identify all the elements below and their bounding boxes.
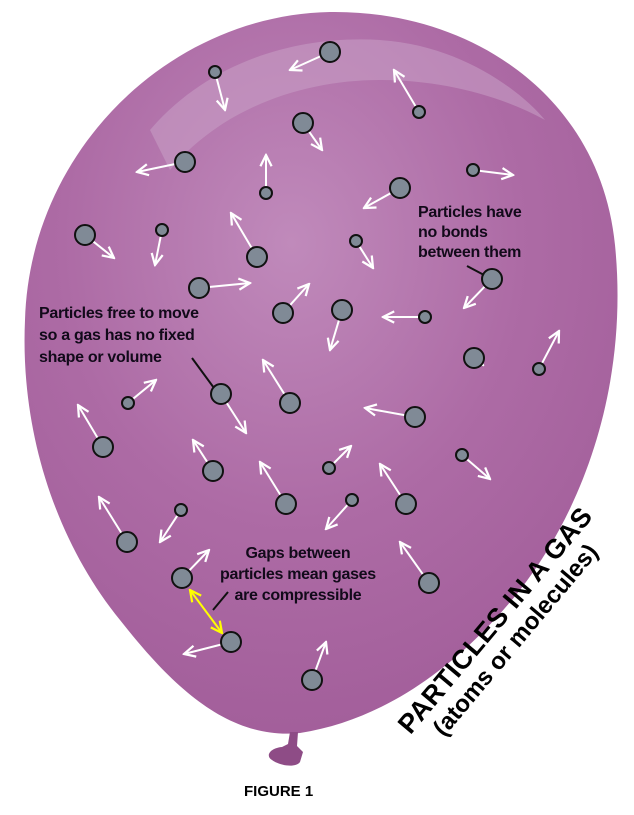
motion-arrow bbox=[99, 497, 123, 535]
gas-particle bbox=[319, 41, 341, 63]
motion-arrow bbox=[160, 514, 179, 542]
gas-particle bbox=[246, 246, 268, 268]
pointer-free-to-move bbox=[191, 357, 215, 389]
motion-arrow bbox=[478, 171, 513, 175]
balloon-knot bbox=[268, 732, 303, 766]
balloon-highlight bbox=[150, 39, 545, 170]
gas-particle bbox=[116, 531, 138, 553]
annotation-line: Particles have bbox=[418, 204, 522, 221]
gas-particle bbox=[121, 396, 135, 410]
motion-arrow bbox=[78, 405, 99, 439]
gas-particle bbox=[395, 493, 417, 515]
annotation-line: particles mean gases bbox=[220, 566, 376, 583]
annotation-line: shape or volume bbox=[39, 349, 162, 366]
gas-particle bbox=[404, 406, 426, 428]
gas-particle bbox=[532, 362, 546, 376]
motion-arrow bbox=[188, 550, 209, 572]
gas-particle bbox=[345, 493, 359, 507]
motion-arrow bbox=[394, 70, 417, 108]
annotation-line: are compressible bbox=[234, 587, 362, 604]
gas-particle bbox=[202, 460, 224, 482]
motion-arrow bbox=[290, 55, 322, 70]
gas-particle bbox=[174, 151, 196, 173]
gas-particle bbox=[322, 461, 336, 475]
annotation-no-bonds: Particles have no bonds between them bbox=[418, 203, 522, 263]
motion-arrow bbox=[92, 240, 114, 258]
motion-arrow bbox=[465, 458, 490, 479]
motion-arrow bbox=[231, 213, 253, 249]
annotation-line: Gaps between bbox=[245, 545, 351, 562]
motion-arrow bbox=[540, 331, 559, 365]
gas-particle bbox=[455, 448, 469, 462]
gas-particle bbox=[466, 163, 480, 177]
motion-arrow bbox=[155, 235, 161, 265]
pointer-gaps bbox=[212, 591, 229, 611]
gas-particle bbox=[275, 493, 297, 515]
gas-particle bbox=[155, 223, 169, 237]
gas-particle bbox=[301, 669, 323, 691]
gas-particle bbox=[412, 105, 426, 119]
gas-particle bbox=[210, 383, 232, 405]
gas-particle bbox=[418, 572, 440, 594]
annotation-line: no bonds bbox=[418, 224, 488, 241]
motion-arrow bbox=[358, 245, 373, 268]
gas-particle bbox=[418, 310, 432, 324]
gas-particle bbox=[220, 631, 242, 653]
figure-caption: FIGURE 1 bbox=[244, 783, 314, 800]
motion-arrow bbox=[314, 642, 326, 671]
motion-arrow bbox=[184, 643, 222, 654]
motion-arrow bbox=[137, 163, 176, 172]
gas-particle bbox=[481, 268, 503, 290]
motion-arrow bbox=[263, 360, 286, 396]
gas-particle bbox=[208, 65, 222, 79]
motion-arrow bbox=[332, 446, 351, 465]
gas-particle bbox=[74, 224, 96, 246]
motion-arrow bbox=[193, 440, 209, 464]
balloon-body bbox=[24, 11, 618, 734]
gas-particle bbox=[463, 347, 485, 369]
motion-arrow bbox=[215, 77, 225, 110]
motion-arrow bbox=[364, 191, 392, 208]
motion-arrow bbox=[365, 408, 406, 415]
motion-arrow bbox=[260, 462, 282, 497]
annotation-gaps: Gaps between particles mean gases are co… bbox=[220, 543, 376, 606]
gas-particle bbox=[389, 177, 411, 199]
gas-particle bbox=[272, 302, 294, 324]
motion-arrow bbox=[288, 284, 309, 307]
annotation-line: so a gas has no fixed bbox=[39, 327, 195, 344]
annotation-line: between them bbox=[418, 244, 522, 261]
gas-particle bbox=[174, 503, 188, 517]
motion-arrow bbox=[330, 319, 341, 350]
gas-particle bbox=[92, 436, 114, 458]
gap-arrow bbox=[190, 590, 222, 633]
annotation-free-to-move: Particles free to move so a gas has no f… bbox=[39, 303, 199, 369]
motion-arrow bbox=[208, 283, 250, 287]
annotation-line: Particles free to move bbox=[39, 305, 199, 322]
gas-particle bbox=[331, 299, 353, 321]
motion-arrow bbox=[225, 401, 246, 433]
motion-arrow bbox=[464, 285, 486, 308]
pointer-no-bonds bbox=[466, 265, 485, 276]
gas-particle bbox=[259, 186, 273, 200]
motion-arrow bbox=[380, 464, 402, 497]
motion-arrow bbox=[132, 380, 156, 400]
gas-particle bbox=[292, 112, 314, 134]
gas-particle bbox=[188, 277, 210, 299]
gas-particle bbox=[171, 567, 193, 589]
motion-arrow bbox=[400, 542, 425, 576]
gas-particle bbox=[349, 234, 363, 248]
motion-arrow bbox=[326, 503, 349, 529]
motion-arrow bbox=[307, 130, 322, 150]
gas-particle bbox=[279, 392, 301, 414]
